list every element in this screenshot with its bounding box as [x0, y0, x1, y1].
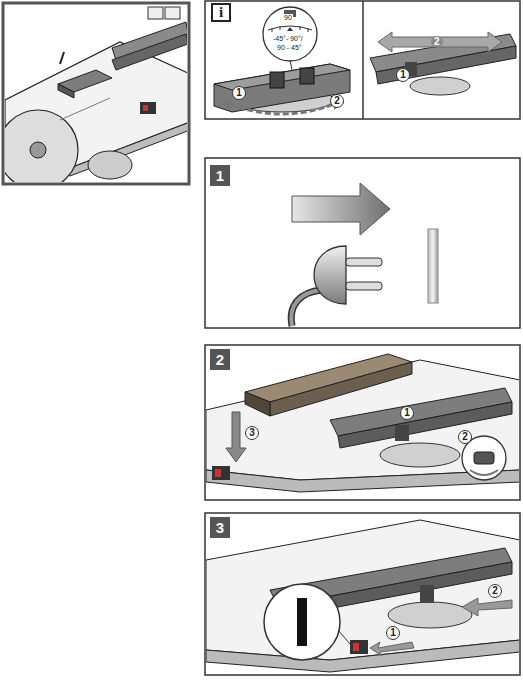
callout-number: 3: [245, 426, 259, 440]
step-number: 2: [210, 349, 230, 370]
callout-number: 1: [396, 68, 410, 82]
panel-frame: [205, 1, 520, 119]
step-number: 3: [210, 517, 230, 538]
callout-number: 2: [488, 584, 502, 598]
down-arrow: [226, 412, 246, 462]
angle-range: 90 - 45°: [276, 44, 303, 52]
info-icon: i: [211, 3, 231, 22]
switch-detail: [264, 584, 340, 660]
rotate-arrow: [230, 104, 334, 114]
direction-arrow: [292, 183, 390, 235]
panel-frame: [205, 158, 520, 328]
magnifier: [263, 7, 317, 61]
callout-number: 2: [330, 94, 344, 108]
on-symbol: [428, 229, 438, 303]
saw-sketch: [5, 22, 187, 182]
callout-number: 1: [386, 626, 400, 640]
step-3-panel: [205, 513, 520, 675]
callout-number: 1: [232, 86, 246, 100]
saw-view: [206, 520, 519, 672]
plug: [314, 246, 346, 304]
slide-arrow: [378, 32, 502, 52]
panel-frame: [205, 513, 520, 675]
callout-number: 2: [458, 430, 472, 444]
press-arrow: [370, 642, 414, 656]
panel-frame: [205, 345, 520, 500]
saw-view: [206, 354, 519, 492]
scale-reading: 90: [283, 14, 293, 22]
info-panel: [205, 1, 520, 119]
callout-number: 2: [431, 36, 443, 47]
angle-range: -45°- 90°/: [272, 35, 304, 43]
overview-panel: [0, 3, 190, 190]
step-1-panel: [205, 158, 520, 328]
step-number: 1: [210, 165, 230, 186]
push-arrow: [462, 598, 512, 616]
cord: [291, 290, 322, 326]
callout-number: 1: [400, 406, 414, 420]
step-2-panel: [205, 345, 520, 500]
manual-icon: [148, 7, 180, 19]
on-symbol: [297, 598, 307, 646]
